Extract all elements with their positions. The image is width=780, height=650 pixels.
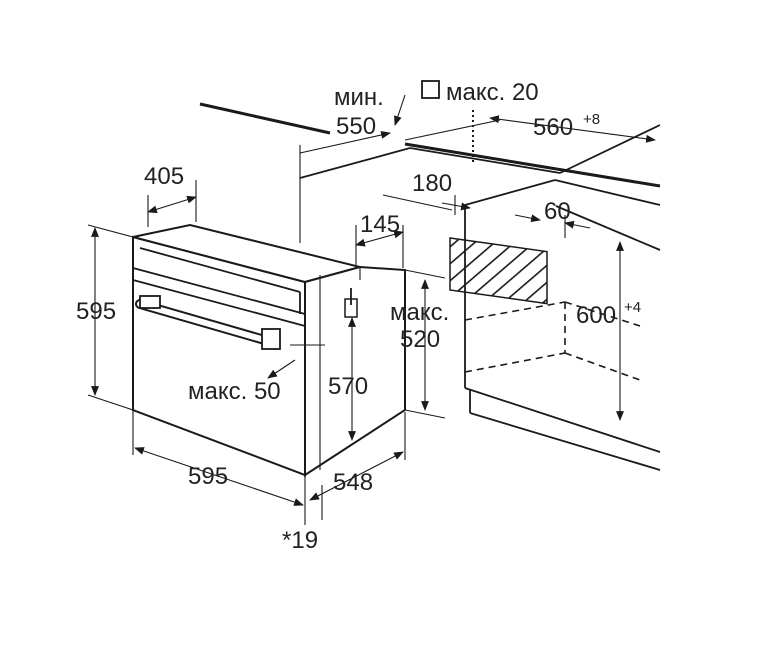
dim-line-60 — [514, 214, 591, 238]
label-550: 550 — [336, 113, 376, 140]
label-600: 600 — [576, 302, 616, 329]
dim-line-max520 — [404, 269, 446, 419]
dim-line-19 — [304, 485, 323, 525]
label-min: мин. — [334, 84, 384, 111]
ventilation-opening — [449, 237, 548, 305]
label-19: *19 — [282, 527, 318, 554]
mounting-bracket — [344, 288, 358, 318]
dim-line-550 — [299, 94, 406, 178]
dim-line-405 — [147, 180, 197, 227]
label-548: 548 — [333, 469, 373, 496]
cabinet-niche — [464, 179, 661, 471]
dim-line-595-height — [87, 224, 134, 411]
dim-line-548 — [309, 412, 406, 501]
label-595-height: 595 — [76, 298, 116, 325]
label-145: 145 — [360, 211, 400, 238]
oven-handle — [135, 295, 281, 350]
label-max-50: макс. 50 — [188, 378, 281, 405]
label-570: 570 — [328, 373, 368, 400]
label-max-520-bottom: 520 — [400, 326, 440, 353]
dim-line-180 — [382, 194, 471, 215]
dim-line-560 — [489, 115, 656, 143]
label-max-520-top: макс. — [390, 299, 449, 326]
label-560: 560 — [533, 114, 573, 141]
label-60: 60 — [544, 198, 571, 225]
label-180: 180 — [412, 170, 452, 197]
label-600-tolerance: +4 — [624, 299, 641, 316]
square-symbol-icon — [421, 80, 440, 99]
label-560-tolerance: +8 — [583, 111, 600, 128]
label-405: 405 — [144, 163, 184, 190]
dim-line-145 — [355, 225, 404, 268]
worktop — [199, 102, 661, 243]
label-max-20: макс. 20 — [446, 79, 539, 106]
dim-line-max50 — [267, 344, 325, 379]
dim-line-595-width — [132, 410, 306, 515]
label-595-width: 595 — [188, 463, 228, 490]
dim-line-max20 — [404, 119, 501, 141]
oven — [132, 223, 406, 477]
